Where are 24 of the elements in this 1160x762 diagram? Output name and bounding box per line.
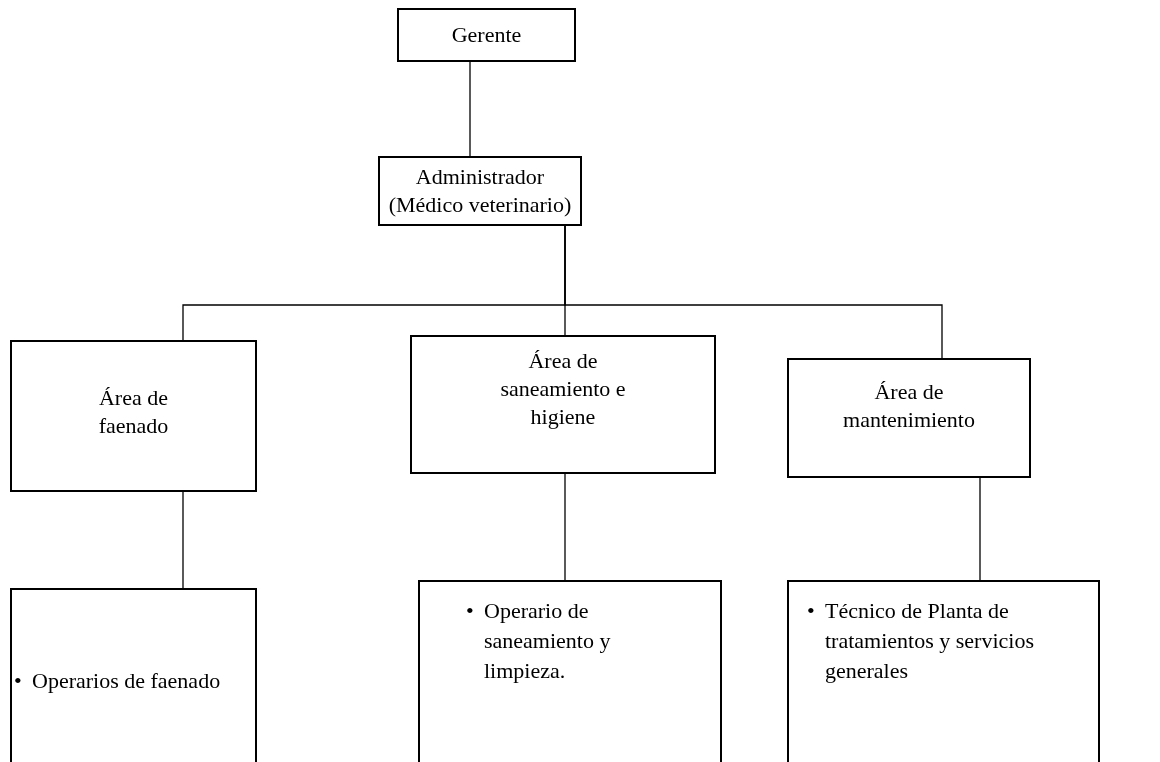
connector-line <box>979 477 981 581</box>
connector-line <box>469 61 471 157</box>
connector-line <box>182 491 184 589</box>
box-label: Gerente <box>451 21 522 49</box>
org-box <box>10 588 257 762</box>
org-box <box>410 335 716 474</box>
box-label: Área de saneamiento e higiene <box>499 347 627 431</box>
box-label: Administrador (Médico veterinario) <box>387 163 573 219</box>
connector-line <box>564 225 943 359</box>
org-box <box>10 340 257 492</box>
list-item: Operario de saneamiento y limpieza. <box>484 597 612 685</box>
bullet-mark: • <box>14 667 23 695</box>
org-box <box>787 580 1100 762</box>
bullet-mark: • <box>466 597 475 625</box>
org-box <box>418 580 722 762</box>
connector-line <box>564 473 566 581</box>
list-item: Técnico de Planta de tratamientos y servicios generales <box>825 597 1035 685</box>
box-label: Área de mantenimiento <box>842 378 976 434</box>
org-box <box>378 156 582 226</box>
bullet-mark: • <box>807 597 816 625</box>
box-label: Área de faenado <box>97 384 170 440</box>
org-box <box>397 8 576 62</box>
list-item: Operarios de faenado <box>32 667 222 695</box>
org-box <box>787 358 1031 478</box>
